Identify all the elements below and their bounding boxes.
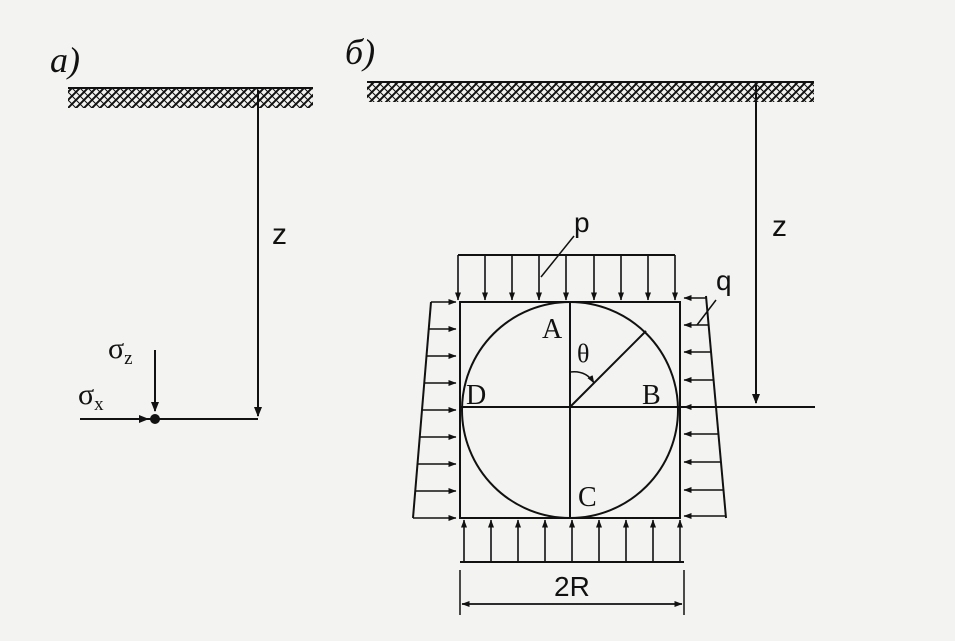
p-leader-line [540, 235, 575, 278]
width-label: 2R [554, 571, 590, 602]
angle-theta-label: θ [577, 339, 589, 368]
right-load-arrows [683, 295, 726, 519]
load-p-label: p [574, 207, 590, 238]
angle-arc [569, 370, 595, 384]
panel-b: б) z p [345, 32, 815, 615]
point-a-label: A [542, 314, 563, 345]
point-c-label: C [578, 482, 597, 513]
ground-surface-b [367, 82, 814, 102]
radius-line [569, 330, 647, 408]
sigma-z-label: σz [108, 332, 133, 369]
depth-label-a: z [272, 218, 287, 251]
ground-surface-a [68, 88, 313, 108]
bottom-load-arrows [461, 519, 683, 562]
load-q-label: q [716, 265, 732, 296]
panel-b-label: б) [345, 32, 375, 72]
panel-a-label: а) [50, 40, 80, 80]
top-load-arrows [455, 255, 678, 301]
q-leader-line [696, 299, 717, 326]
point-b-label: B [642, 380, 661, 411]
depth-label-b: z [772, 210, 787, 243]
sigma-x-label: σx [78, 378, 104, 415]
point-d-label: D [466, 380, 486, 411]
panel-a: а) z σz σx [50, 40, 313, 424]
stress-point [150, 414, 160, 424]
left-load-arrows [413, 299, 457, 521]
